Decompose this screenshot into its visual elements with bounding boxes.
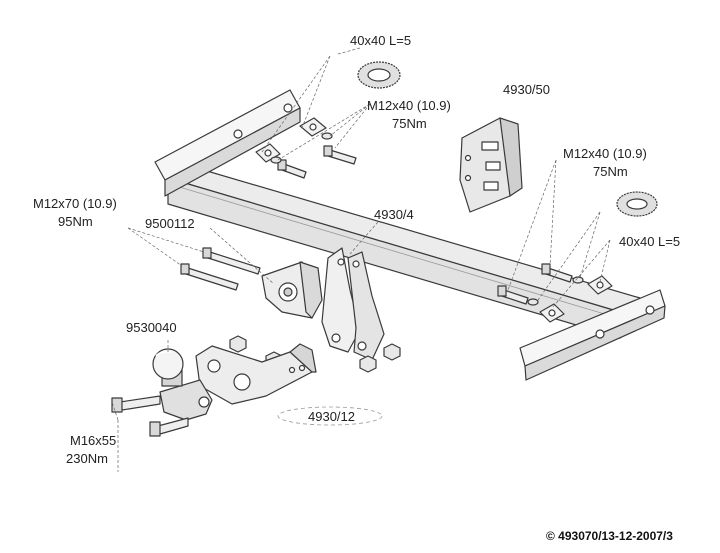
bolts-ball-m16x55 — [111, 395, 189, 437]
leader-lines — [111, 47, 611, 472]
label-bracket-part: 4930/50 — [503, 82, 550, 97]
label-bolt-ball-torque: 230Nm — [66, 451, 108, 466]
bolts-right-m12x40 — [497, 263, 584, 306]
tow-arm — [195, 343, 383, 426]
square-washers-top — [255, 117, 327, 163]
square-washers-right — [539, 275, 613, 323]
label-washer-top: 40x40 L=5 — [350, 33, 412, 48]
label-bolt-right-torque: 75Nm — [593, 164, 628, 179]
label-bolt-left-spec: M12x70 (10.9) — [33, 196, 117, 211]
label-bolt-left-torque: 95Nm — [58, 214, 93, 229]
left-end-plate — [154, 89, 301, 197]
tow-ball — [152, 348, 213, 421]
crossbar-beam — [167, 165, 641, 339]
serrated-washer-top — [357, 61, 401, 89]
label-crossbar-part: 4930/4 — [374, 207, 414, 222]
label-arm-part: 4930/12 — [308, 409, 355, 424]
label-washer-right: 40x40 L=5 — [619, 234, 681, 249]
label-socket-plate-part: 9500112 — [145, 216, 195, 231]
label-bolt-right-spec: M12x40 (10.9) — [563, 146, 647, 161]
label-bolt-top-spec: M12x40 (10.9) — [367, 98, 451, 113]
label-ball-part: 9530040 — [126, 320, 177, 335]
label-bolt-top-torque: 75Nm — [392, 116, 427, 131]
hanger-brackets — [321, 247, 385, 361]
serrated-washer-right — [616, 191, 658, 217]
right-end-plate — [519, 289, 666, 381]
bracket-4930-50 — [459, 117, 523, 213]
copyright-note: © 493070/13-12-2007/3 — [546, 529, 673, 543]
bolts-left-m12x70 — [180, 247, 261, 291]
socket-plate — [261, 261, 323, 319]
bolts-top-m12x40 — [270, 132, 357, 179]
label-bolt-ball-spec: M16x55 — [70, 433, 117, 448]
